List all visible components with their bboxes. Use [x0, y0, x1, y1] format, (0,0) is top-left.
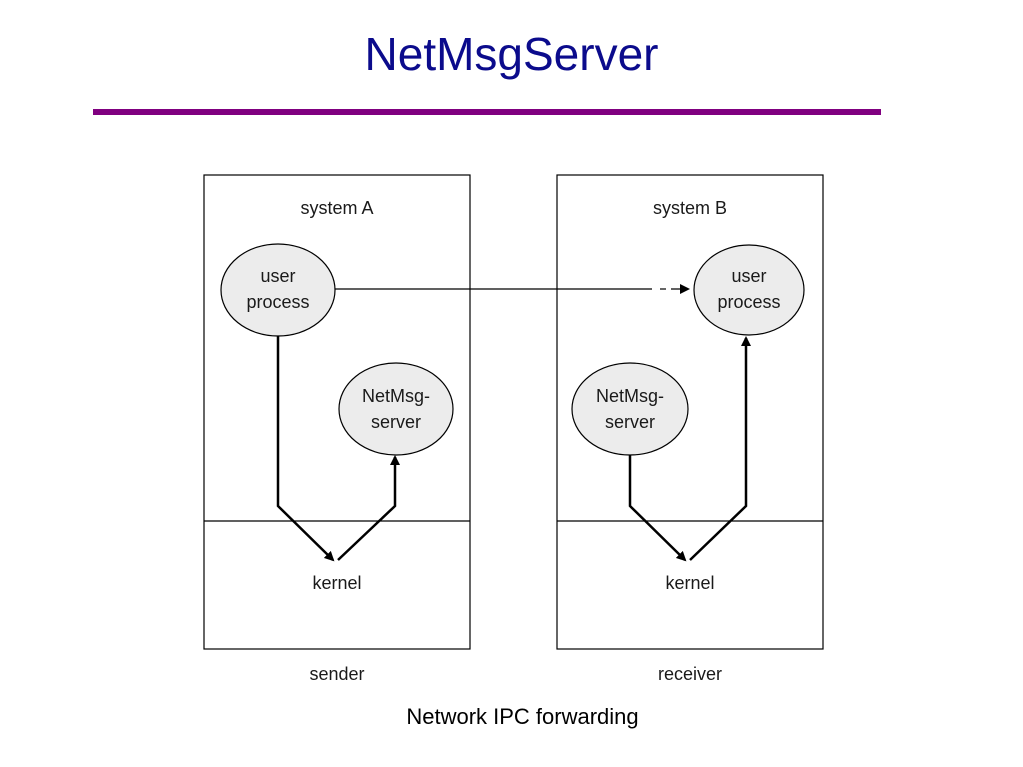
system-a-kernel-label: kernel — [312, 573, 361, 593]
system-b-netmsg-server: NetMsg- server — [571, 362, 689, 456]
system-a-netmsg-server-line2: server — [371, 412, 421, 432]
system-b-netmsg-server-line1: NetMsg- — [596, 386, 664, 406]
system-a-panel: system A user process NetMsg- server ker… — [203, 174, 471, 650]
system-a-netmsg-server: NetMsg- server — [338, 362, 454, 456]
title-underline — [93, 109, 881, 115]
system-b-kernel-to-user-arrow — [689, 336, 751, 561]
system-a-netmsg-server-line1: NetMsg- — [362, 386, 430, 406]
receiver-label: receiver — [658, 664, 722, 684]
system-b-server-to-kernel-arrow — [628, 455, 687, 562]
system-b-label: system B — [653, 198, 727, 218]
system-b-netmsg-server-line2: server — [605, 412, 655, 432]
system-b-user-process-line1: user — [731, 266, 766, 286]
system-a-user-process-line1: user — [260, 266, 295, 286]
system-a-user-to-kernel-arrow — [276, 336, 335, 562]
slide-title: NetMsgServer — [364, 28, 659, 80]
system-a-kernel-to-server-arrow — [337, 455, 400, 561]
system-b-user-process-line2: process — [717, 292, 780, 312]
sender-label: sender — [309, 664, 364, 684]
slide-caption: Network IPC forwarding — [406, 704, 639, 729]
system-b-panel: system B user process NetMsg- server ker… — [556, 174, 824, 650]
system-a-user-process: user process — [220, 243, 336, 337]
system-b-kernel-label: kernel — [665, 573, 714, 593]
system-a-label: system A — [300, 198, 373, 218]
system-b-user-process: user process — [693, 244, 805, 336]
system-a-user-process-line2: process — [246, 292, 309, 312]
